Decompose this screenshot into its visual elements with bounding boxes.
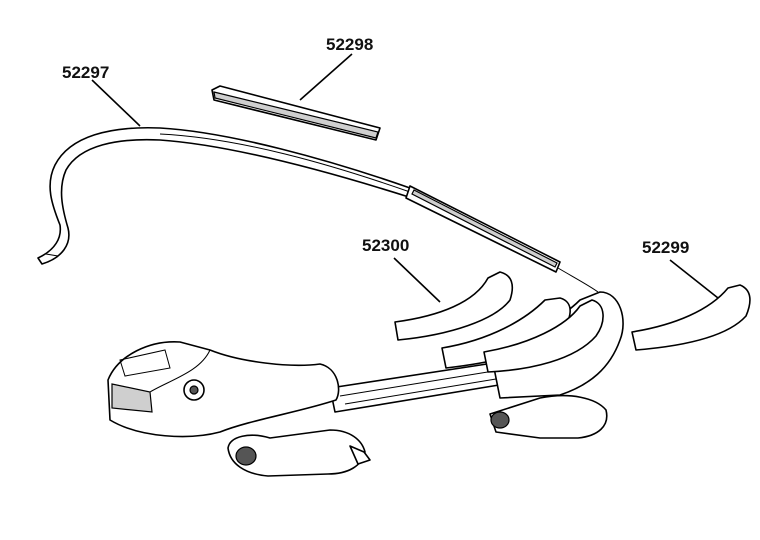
label-52298: 52298 xyxy=(326,35,373,54)
label-52300: 52300 xyxy=(362,236,409,255)
strap xyxy=(37,126,599,293)
leader-52300 xyxy=(393,257,441,303)
carrier-assembly xyxy=(107,291,624,477)
label-52299: 52299 xyxy=(642,238,689,257)
leader-52299 xyxy=(669,259,719,299)
cradle-pad-left xyxy=(394,271,514,341)
cradle-pad-right xyxy=(631,284,751,351)
leader-52298 xyxy=(299,53,353,101)
label-52297: 52297 xyxy=(62,63,109,82)
long-foam-pad xyxy=(211,85,381,141)
leader-52297 xyxy=(91,79,141,127)
